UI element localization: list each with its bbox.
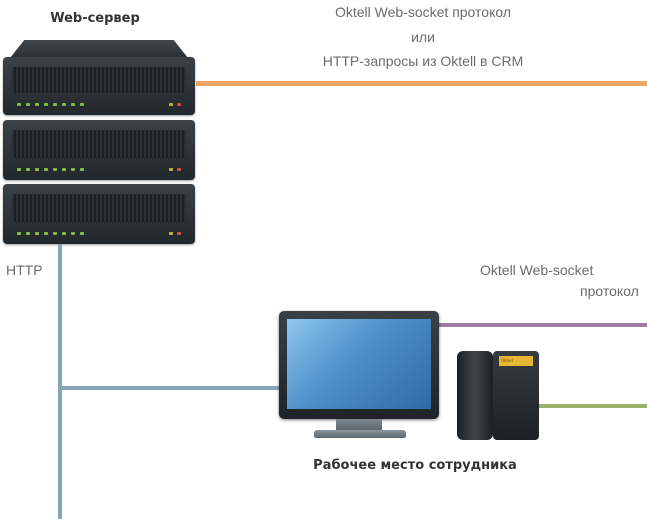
server-unit-2: [3, 120, 195, 180]
http-to-workstation-line: [60, 386, 282, 390]
top-link-label-line3: HTTP-запросы из Oktell в CRM: [322, 53, 524, 69]
websocket-workstation-link-line: [437, 323, 647, 327]
top-link-label-line2: или: [411, 29, 435, 45]
phone-display: Oktell: [499, 356, 533, 366]
middle-link-label-line2: протокол: [580, 283, 639, 299]
websocket-crm-link-line: [196, 81, 647, 86]
top-link-label-line1: Oktell Web-socket протокол: [334, 4, 512, 20]
middle-link-label-line1: Oktell Web-socket: [480, 262, 594, 278]
server-unit-3: [3, 184, 195, 244]
phone-link-line: [538, 404, 647, 408]
server-unit-1: [3, 57, 195, 115]
http-label: HTTP: [6, 262, 43, 278]
server-title: Web-сервер: [50, 11, 140, 26]
http-vertical-line: [58, 244, 62, 519]
workstation-title: Рабочее место сотрудника: [313, 458, 517, 473]
